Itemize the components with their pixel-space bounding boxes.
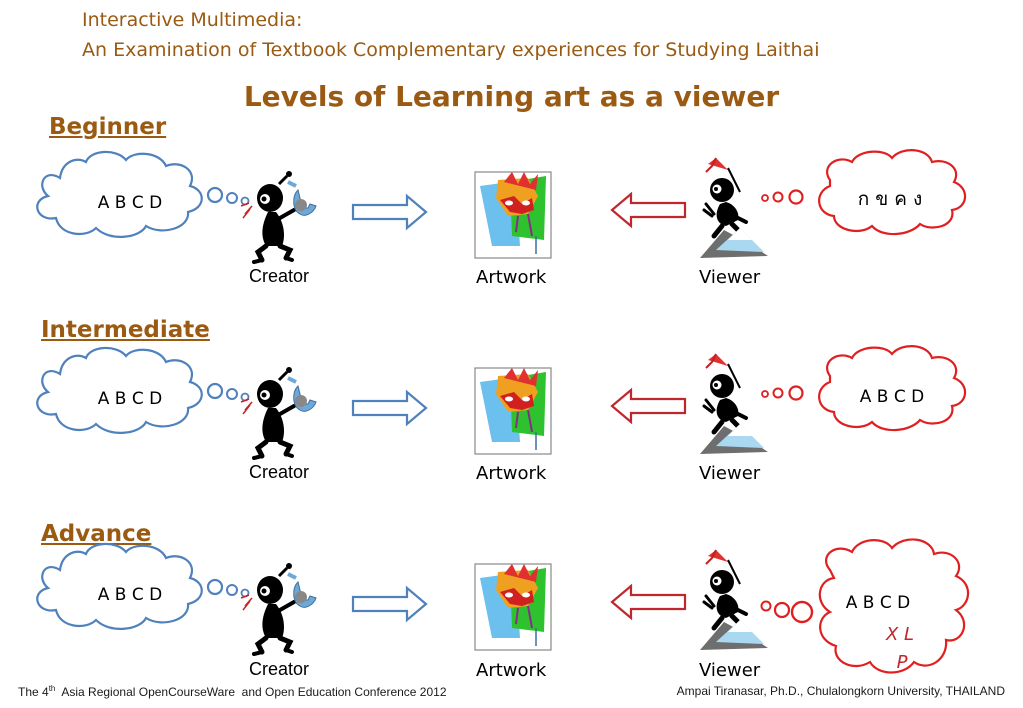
artwork-label: Artwork <box>476 267 547 288</box>
thought-dots-icon <box>760 385 804 401</box>
viewer-figure-icon <box>700 550 768 650</box>
level-title-beginner: Beginner <box>49 114 167 140</box>
right-arrow-icon <box>351 586 428 622</box>
creator-label: Creator <box>249 266 310 286</box>
footer-left-prefix: The 4 <box>18 685 49 699</box>
right-arrow-icon <box>351 390 428 426</box>
header-line-1: Interactive Multimedia: <box>82 9 303 31</box>
creator-thought-text: A B C D <box>98 389 162 409</box>
row-beginner: A B C D ก ข ค ง <box>36 149 967 262</box>
viewer-thought-text: A B C D <box>860 387 924 407</box>
thought-dots-icon <box>760 189 804 205</box>
creator-figure-icon <box>241 367 316 458</box>
creator-figure-icon <box>241 171 316 262</box>
page-title: Levels of Learning art as a viewer <box>243 80 780 113</box>
creator-figure-icon <box>241 563 316 654</box>
viewer-figure-icon <box>700 354 768 454</box>
artwork-label: Artwork <box>476 660 547 681</box>
creator-label: Creator <box>249 462 310 482</box>
header-line-2: An Examination of Textbook Complementary… <box>82 39 820 61</box>
level-title-intermediate: Intermediate <box>41 317 210 343</box>
viewer-label: Viewer <box>699 660 761 681</box>
creator-label: Creator <box>249 659 310 679</box>
viewer-thought-text: A B C D <box>846 593 910 613</box>
left-arrow-icon <box>610 388 687 424</box>
artwork-label: Artwork <box>476 463 547 484</box>
viewer-thought-text: ก ข ค ง <box>858 188 923 210</box>
creator-thought-text: A B C D <box>98 193 162 213</box>
row-intermediate: A B C D A B C D <box>36 345 967 458</box>
footer-left-sup: th <box>48 684 56 693</box>
row-advance: A B C D A B C D X L P <box>36 538 970 674</box>
left-arrow-icon <box>610 192 687 228</box>
viewer-extra-text: P <box>897 652 908 673</box>
viewer-figure-icon <box>700 158 768 258</box>
artwork-mask-icon <box>474 171 552 259</box>
footer-conference: The 4th Asia Regional OpenCourseWare and… <box>18 684 447 699</box>
level-title-advance: Advance <box>41 521 152 547</box>
footer-author: Ampai Tiranasar, Ph.D., Chulalongkorn Un… <box>676 684 1005 698</box>
footer-left-suffix: Asia Regional OpenCourseWare and Open Ed… <box>55 685 447 699</box>
viewer-label: Viewer <box>699 267 761 288</box>
thought-dots-icon <box>760 600 814 624</box>
artwork-mask-icon <box>474 563 552 651</box>
left-arrow-icon <box>610 584 687 620</box>
artwork-mask-icon <box>474 367 552 455</box>
right-arrow-icon <box>351 194 428 230</box>
viewer-label: Viewer <box>699 463 761 484</box>
viewer-extra-text: X L <box>885 624 914 645</box>
creator-thought-text: A B C D <box>98 585 162 605</box>
